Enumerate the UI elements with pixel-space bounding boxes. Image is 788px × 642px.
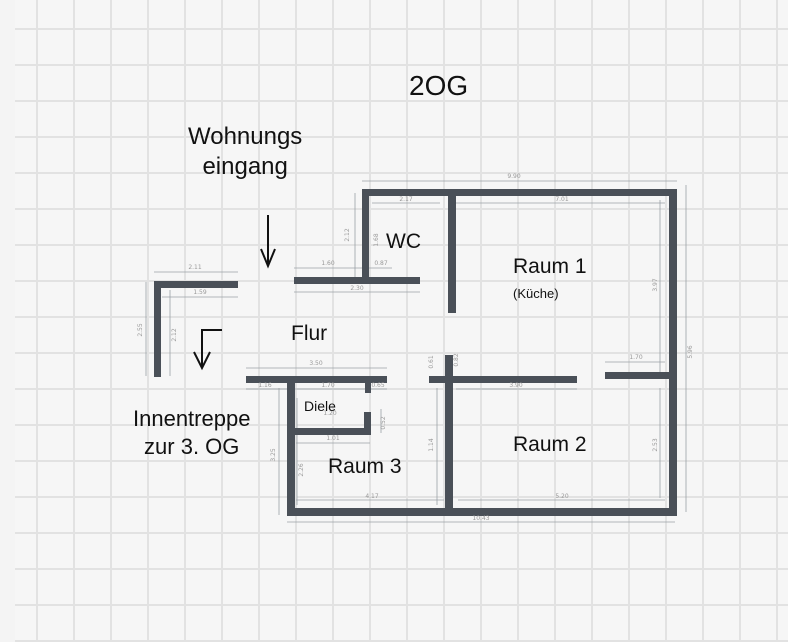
dim-stair-inner: 1.59	[193, 289, 207, 296]
room-label-diele: Diele	[304, 398, 336, 414]
room-label-flur: Flur	[291, 322, 328, 345]
dim-raum3-height: 2.26	[298, 463, 305, 477]
dim-mid-wall: 3.90	[509, 382, 523, 389]
wall-diele-bottom	[295, 428, 370, 435]
dim-raum2-width: 5.20	[555, 493, 569, 500]
dim-stair-side: 2.55	[137, 323, 144, 337]
dim-wc-height: 2.12	[344, 228, 351, 242]
wall-right	[669, 189, 677, 515]
room-label-raum1: Raum 1	[513, 255, 587, 278]
background-grid	[15, 0, 788, 642]
dim-diele-left: 1.16	[258, 382, 272, 389]
wall-diele-top	[246, 376, 387, 383]
wall-stair-side	[154, 281, 161, 377]
dim-stair-top: 2.11	[188, 264, 202, 271]
dim-diele-side: 0.52	[380, 416, 387, 430]
room-label-raum2: Raum 2	[513, 433, 587, 456]
stairs-label-line2: zur 3. OG	[144, 434, 240, 459]
wall-mid	[429, 376, 577, 383]
dim-diele-right: 0.65	[371, 382, 385, 389]
dim-diele-inner: 1.20	[323, 410, 337, 417]
dimension-labels: 9.90 2.17 7.01 1.60 0.87 2.30 2.11 1.59 …	[137, 173, 694, 522]
room-label-wc: WC	[386, 230, 421, 253]
dim-diele-mid: 1.70	[321, 382, 335, 389]
dim-raum3-width: 4.17	[365, 493, 379, 500]
dim-raum2-height: 2.53	[652, 438, 659, 452]
dim-diele-bottom: 1.01	[326, 435, 340, 442]
walls	[154, 189, 677, 516]
dim-raum1-stub: 1.70	[629, 354, 643, 361]
floor-title: 2OG	[409, 70, 469, 101]
wall-diele-side	[364, 412, 371, 435]
dimension-lines	[145, 180, 687, 523]
dim-diele-top: 3.50	[309, 360, 323, 367]
wall-raum3-left	[287, 376, 295, 516]
wall-wc-left	[362, 189, 369, 281]
entrance-arrow-icon	[260, 215, 276, 269]
dim-wc-total: 2.30	[350, 285, 364, 292]
room-label-raum3: Raum 3	[328, 455, 402, 478]
dim-wc-left: 1.60	[321, 260, 335, 267]
dim-raum1-height: 3.97	[652, 278, 659, 292]
entrance-label: Wohnungs eingang	[188, 122, 302, 182]
wall-bottom	[287, 508, 677, 516]
dim-raum3-outer: 3.25	[270, 448, 277, 462]
dim-right-total: 5.96	[687, 345, 694, 359]
wall-wc-bottom	[294, 277, 420, 284]
dim-wc-right: 0.87	[374, 260, 388, 267]
wall-diele-stub	[365, 383, 371, 393]
dim-mid-short-a: 0.61	[428, 355, 435, 369]
wall-raum2-raum3	[445, 355, 453, 516]
stairs-label: Innentreppe zur 3. OG	[133, 405, 250, 461]
dim-top-total: 9.90	[507, 173, 521, 180]
dim-wc-height-inner: 1.68	[373, 233, 380, 247]
wall-top	[362, 189, 677, 196]
entrance-label-line2: eingang	[202, 153, 288, 180]
arrows	[193, 215, 276, 371]
stairs-down-arrow-icon	[193, 329, 222, 371]
dim-bottom-total: 10.43	[472, 515, 489, 522]
dim-mid-short-c: 0.82	[453, 353, 460, 367]
wall-stair-top	[154, 281, 238, 288]
dim-raum1-inner: 7.01	[555, 196, 569, 203]
dim-stair-side-inner: 2.12	[171, 328, 178, 342]
grid-paper	[15, 0, 788, 642]
room-label-raum1-sub: (Küche)	[513, 286, 559, 301]
wall-raum1-stub	[605, 372, 669, 379]
wall-wc-right	[448, 196, 456, 313]
entrance-label-line1: Wohnungs	[188, 123, 303, 150]
stairs-label-line1: Innentreppe	[133, 406, 251, 431]
dim-mid-vertical: 1.14	[428, 438, 435, 452]
dim-wc-inner: 2.17	[399, 196, 413, 203]
